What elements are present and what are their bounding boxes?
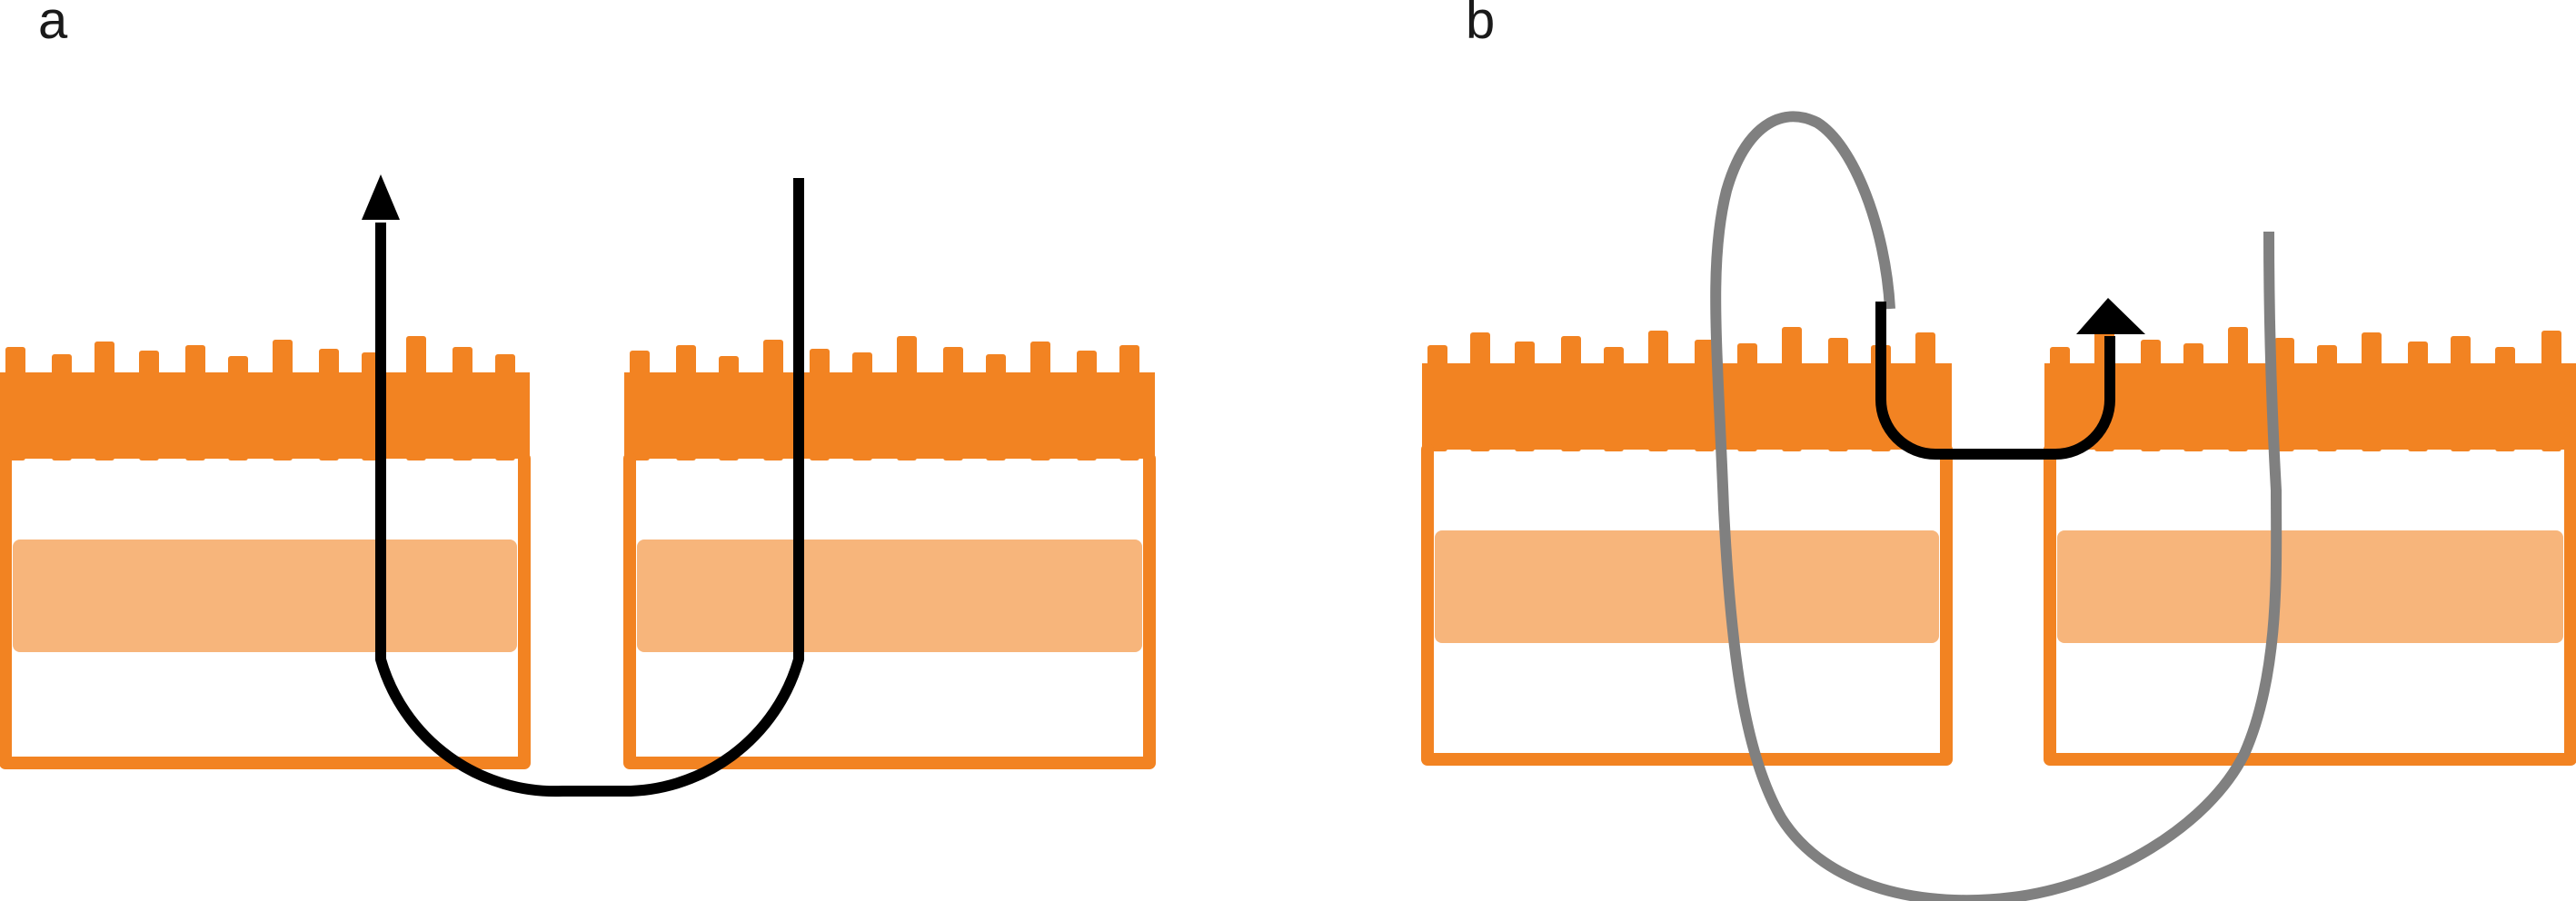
junction-band xyxy=(13,540,517,652)
recycling-path xyxy=(1875,302,2115,460)
panel-b xyxy=(1421,111,2576,901)
arrowhead-icon xyxy=(2076,298,2145,334)
misrouted-path xyxy=(1710,111,2283,901)
panel-label-b: b xyxy=(1466,0,1496,50)
apical-band xyxy=(624,372,1155,459)
cell-outline xyxy=(2044,443,2576,766)
apical-band xyxy=(0,372,530,459)
arrowhead-icon xyxy=(362,174,400,220)
panel-a xyxy=(0,174,1156,797)
cell-outline xyxy=(0,452,531,769)
epithelial-cell xyxy=(0,336,531,769)
epithelial-cell xyxy=(2044,327,2576,766)
transport-path xyxy=(375,178,804,797)
cell-outline xyxy=(623,452,1156,769)
junction-band xyxy=(637,540,1142,652)
junction-band xyxy=(1435,530,1939,643)
panel-label-a: a xyxy=(38,0,68,50)
cell-outline xyxy=(1421,443,1953,766)
epithelial-cell xyxy=(1421,327,1953,766)
apical-band xyxy=(1422,363,1952,450)
junction-band xyxy=(2057,530,2563,643)
apical-band xyxy=(2044,363,2576,450)
epithelial-cell xyxy=(623,336,1156,769)
